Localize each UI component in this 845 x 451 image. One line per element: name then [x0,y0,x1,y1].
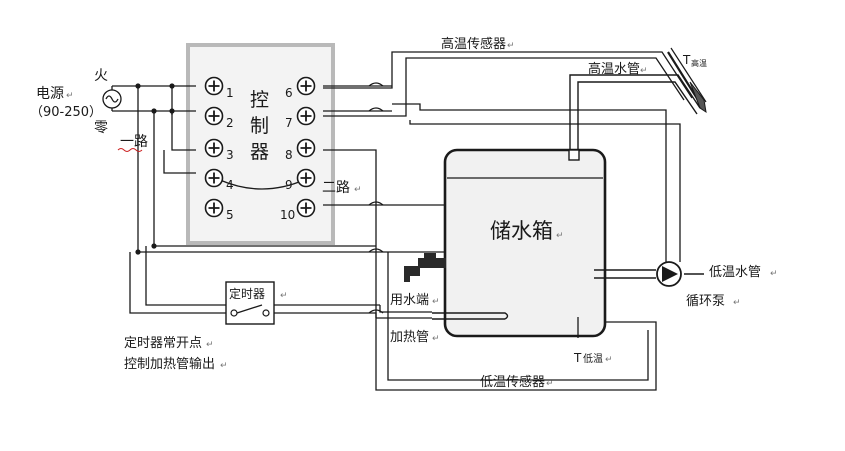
power-label: 电源 [36,86,64,102]
terminal-10-number: 10 [280,208,295,222]
return-mark: ↵ [432,334,440,344]
controller-title-char-3: 器 [250,141,269,163]
terminal-9-number: 9 [285,178,293,192]
t-high-subscript: 高温 [691,58,707,68]
terminal-4-number: 4 [226,178,234,192]
t-low-symbol: T [573,351,582,365]
high-temp-pipe-inlet [568,149,580,161]
pump-arrow-icon [662,266,678,282]
return-mark: ↵ [546,379,554,389]
tank-title: 储水箱 [490,219,553,243]
terminal-2-number: 2 [226,116,234,130]
t-high-symbol: T [682,53,691,67]
return-mark: ↵ [733,298,741,308]
return-mark: ↵ [507,41,515,51]
heating-pipe [432,312,509,320]
terminal-3-number: 3 [226,148,234,162]
power-voltage: （90-250） [30,105,102,120]
return-mark: ↵ [432,297,440,307]
neutral-label: 零 [94,120,108,136]
circuit-one-label: 一路 [120,134,148,150]
high-temp-sensor-label: 高温传感器 [441,36,506,52]
terminal-6-number: 6 [285,86,293,100]
circuit-two-label: 二路 [322,180,350,196]
timer-box [225,281,275,325]
spellcheck-squiggle [117,148,143,152]
terminal-7-number: 7 [285,116,293,130]
low-temp-sensor-label: 低温传感器 [480,374,545,390]
pump-label: 循环泵 [686,294,725,309]
controller-title-char-2: 制 [250,115,269,137]
live-label: 火 [94,68,108,84]
solar-collector [667,47,707,114]
return-mark: ↵ [770,269,778,279]
return-mark: ↵ [640,66,648,76]
wire-crossings [368,82,384,314]
outlet-label: 用水端 [390,293,429,308]
timer-note-line-2: 控制加热管输出 [124,356,215,372]
timer-note-line-1: 定时器常开点 [124,336,202,351]
terminal-1-number: 1 [226,86,234,100]
return-mark: ↵ [605,355,613,365]
heater-label: 加热管 [390,330,429,345]
low-temp-pipe-label: 低温水管 [709,265,761,280]
low-temp-water-pipe [594,269,704,279]
terminal-5-number: 5 [226,208,234,222]
timer-title: 定时器 [229,286,265,301]
terminal-8-number: 8 [285,148,293,162]
controller-title-char-1: 控 [250,89,269,111]
return-mark: ↵ [66,91,74,101]
return-mark: ↵ [354,185,362,195]
timer-contact-icon [230,304,270,317]
high-temp-water-pipe [569,74,701,160]
storage-tank [443,148,607,338]
high-temp-pipe-label: 高温水管 [588,61,640,77]
return-mark: ↵ [206,340,214,350]
return-mark: ↵ [556,231,564,241]
t-low-subscript: 低温 [583,352,603,365]
return-mark: ↵ [280,291,288,301]
return-mark: ↵ [220,361,228,371]
sensor-wiring [323,51,693,391]
water-outlet-tap [404,253,446,282]
wire-junctions [135,83,175,255]
